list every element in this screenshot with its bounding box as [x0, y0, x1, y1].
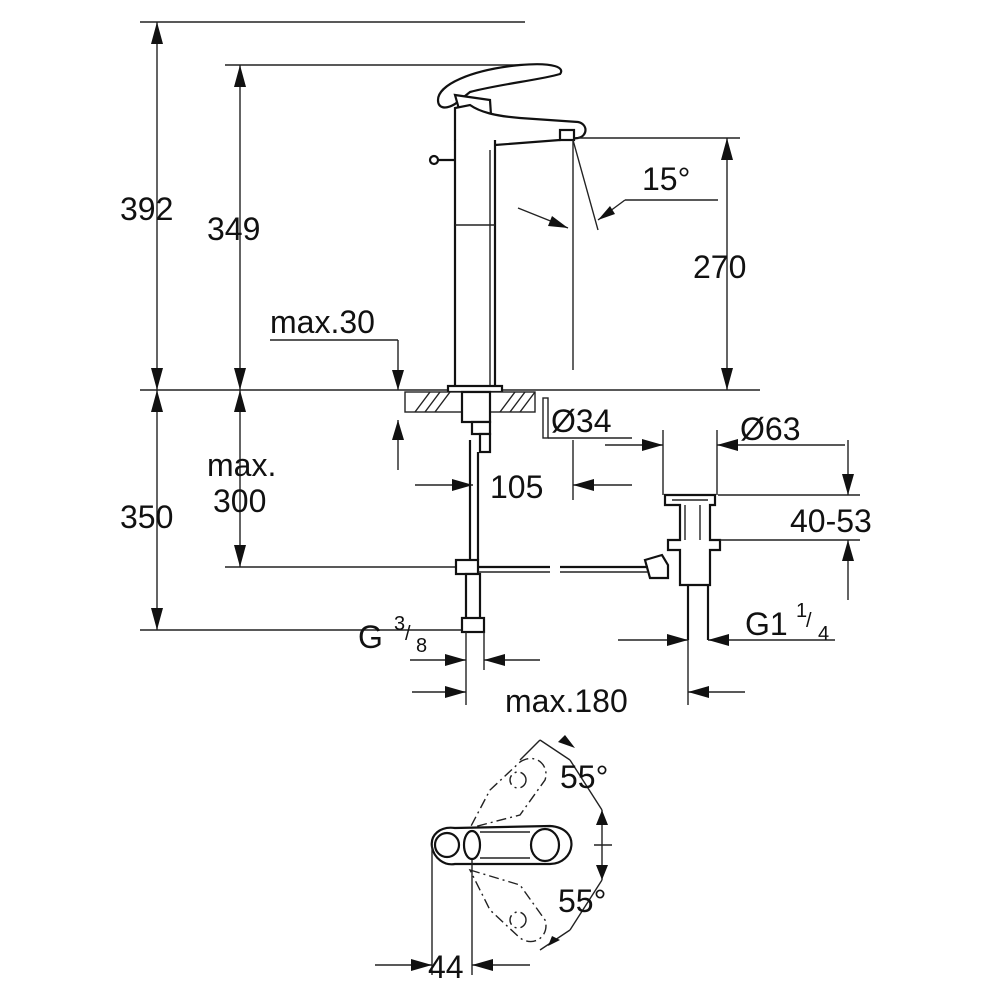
dim-105-lines — [415, 440, 632, 500]
svg-text:4: 4 — [818, 623, 829, 645]
label-4053: 40-53 — [790, 503, 872, 539]
dim-max180-lines — [412, 640, 745, 705]
faucet-side-view — [404, 63, 587, 634]
faucet-body — [453, 140, 497, 392]
label-15deg: 15° — [642, 161, 690, 197]
svg-text:G: G — [358, 619, 383, 655]
waste-assembly — [478, 493, 722, 640]
svg-text:8: 8 — [416, 635, 427, 657]
dim-349-lines — [225, 64, 520, 390]
dim-44-lines — [375, 845, 530, 975]
dim-g38-lines — [410, 632, 540, 705]
dim-55-lines — [519, 735, 612, 951]
dim-63-lines — [605, 430, 845, 495]
svg-text:1: 1 — [796, 600, 807, 622]
label-300: 300 — [213, 483, 266, 519]
spout-angle-lines — [517, 139, 718, 370]
label-349: 349 — [207, 211, 260, 247]
faucet-top-view — [430, 757, 573, 943]
dim-392-lines — [140, 21, 525, 390]
dim-350-lines — [140, 390, 470, 631]
label-44: 44 — [428, 949, 464, 985]
label-d63: Ø63 — [740, 411, 800, 447]
svg-text:/: / — [806, 610, 812, 632]
svg-text:/: / — [405, 623, 411, 645]
label-g38: G 3 / 8 — [358, 613, 427, 657]
label-max: max. — [207, 447, 276, 483]
label-55-top: 55° — [560, 759, 608, 795]
label-55-bottom: 55° — [558, 883, 606, 919]
label-max30: max.30 — [270, 304, 375, 340]
dim-34-lines — [542, 397, 632, 439]
dim-max30-lines — [270, 339, 404, 470]
label-d34: Ø34 — [551, 403, 611, 439]
dim-270-lines — [578, 137, 740, 390]
dim-300-lines — [225, 390, 460, 568]
label-350: 350 — [120, 499, 173, 535]
label-105: 105 — [490, 469, 543, 505]
label-270: 270 — [693, 249, 746, 285]
faucet-lever — [436, 63, 563, 109]
dim-4053-lines — [718, 440, 860, 600]
dim-g114-lines — [618, 634, 835, 646]
label-392: 392 — [120, 191, 173, 227]
svg-text:G1: G1 — [745, 606, 788, 642]
svg-text:3: 3 — [394, 613, 405, 635]
label-g114: G1 1 / 4 — [745, 600, 829, 645]
label-max180: max.180 — [505, 683, 628, 719]
